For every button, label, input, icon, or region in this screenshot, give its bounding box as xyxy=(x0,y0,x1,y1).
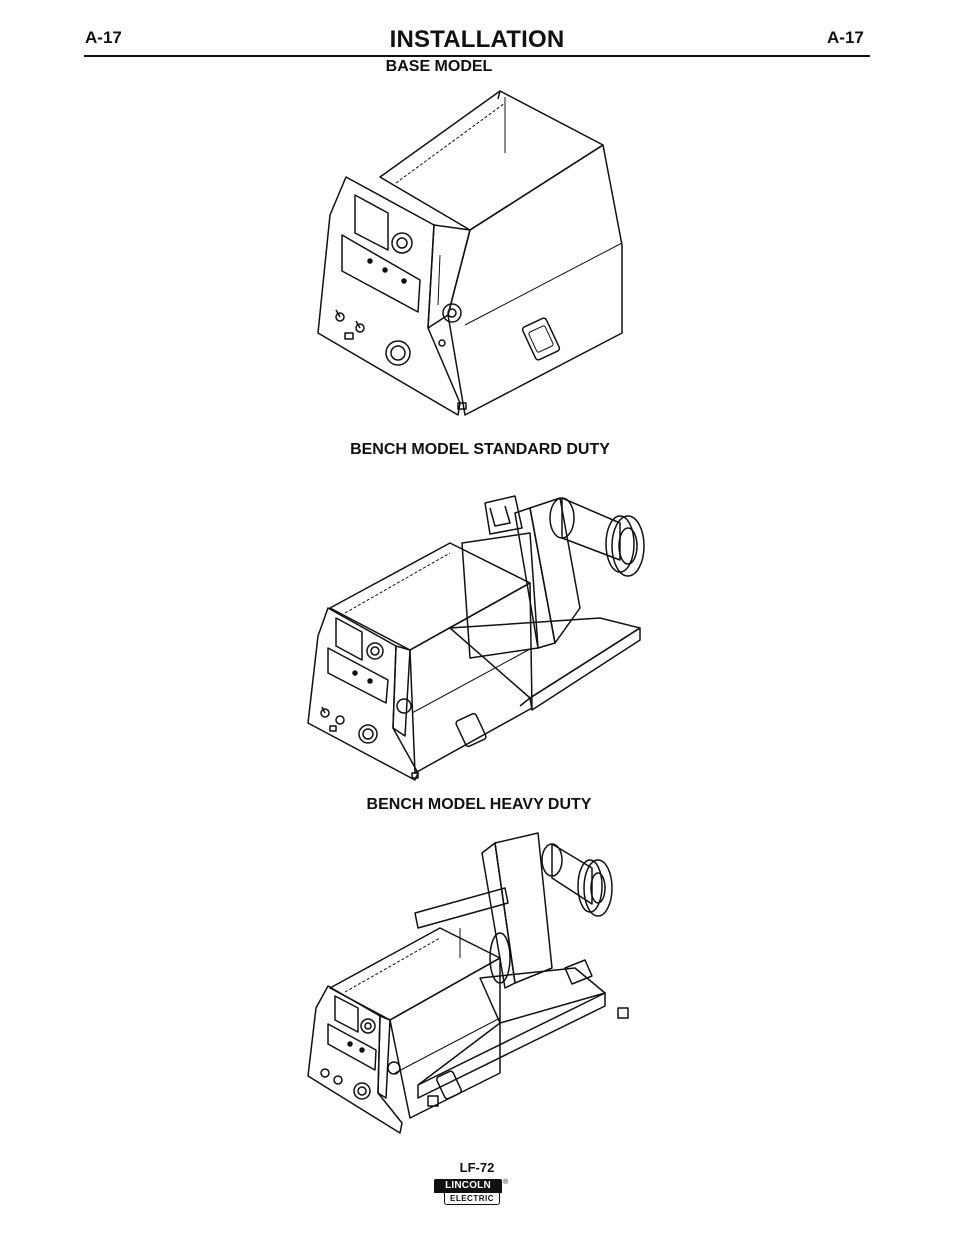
page-number-left: A-17 xyxy=(85,28,122,47)
lincoln-electric-logo: LINCOLN ® ELECTRIC xyxy=(434,1179,510,1207)
figure-caption-bench-heavy: BENCH MODEL HEAVY DUTY xyxy=(366,796,592,813)
logo-top-text: LINCOLN xyxy=(434,1179,502,1193)
model-number: LF-72 xyxy=(459,1160,495,1175)
bench-standard-drawing xyxy=(300,468,650,783)
page-number-right: A-17 xyxy=(827,28,864,47)
figure-caption-bench-standard: BENCH MODEL STANDARD DUTY xyxy=(350,441,610,458)
header-rule xyxy=(84,55,870,57)
logo-registered-mark: ® xyxy=(503,1179,509,1186)
figure-caption-base-model: BASE MODEL xyxy=(385,58,493,75)
page-title: INSTALLATION xyxy=(389,26,565,53)
logo-bottom-text: ELECTRIC xyxy=(444,1193,500,1205)
base-model-drawing xyxy=(300,85,640,420)
bench-heavy-drawing xyxy=(300,828,635,1146)
